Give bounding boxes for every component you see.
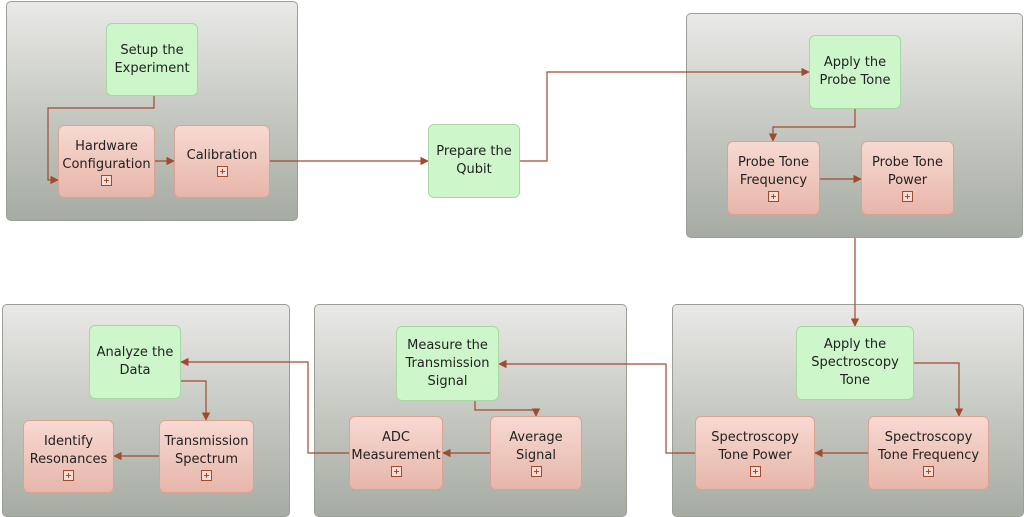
node-spectroscopy-tone-power[interactable]: Spectroscopy Tone Power <box>695 416 815 490</box>
node-adc-measurement[interactable]: ADC Measurement <box>349 416 443 490</box>
node-transmission-spectrum[interactable]: Transmission Spectrum <box>159 420 254 493</box>
node-average-signal[interactable]: Average Signal <box>490 416 582 490</box>
expand-icon[interactable] <box>390 466 402 477</box>
node-analyze-data[interactable]: Analyze the Data <box>89 325 181 399</box>
node-label: Prepare the Qubit <box>436 144 512 177</box>
expand-icon[interactable] <box>902 191 913 202</box>
node-label: Spectroscopy Tone Frequency <box>877 430 980 463</box>
node-label: Probe Tone Power <box>872 155 943 188</box>
node-prepare-qubit[interactable]: Prepare the Qubit <box>428 124 520 198</box>
node-label: Analyze the Data <box>96 345 174 378</box>
expand-icon[interactable] <box>63 469 74 481</box>
node-probe-tone-frequency[interactable]: Probe Tone Frequency <box>727 141 820 215</box>
node-label: Apply the Probe Tone <box>819 55 891 88</box>
expand-icon[interactable] <box>768 191 779 202</box>
node-identify-resonances[interactable]: Identify Resonances <box>23 420 114 493</box>
expand-icon[interactable] <box>923 466 934 477</box>
expand-icon[interactable] <box>749 466 761 477</box>
node-label: ADC Measurement <box>351 430 441 463</box>
node-calibration[interactable]: Calibration <box>174 125 270 198</box>
node-spectroscopy-tone-frequency[interactable]: Spectroscopy Tone Frequency <box>868 416 989 490</box>
node-label: Average Signal <box>509 430 563 463</box>
node-label: Identify Resonances <box>29 433 108 467</box>
node-label: Probe Tone Frequency <box>738 155 809 188</box>
node-label: Calibration <box>186 147 258 163</box>
node-probe-tone-power[interactable]: Probe Tone Power <box>861 141 954 215</box>
expand-icon[interactable] <box>201 469 212 481</box>
node-label: Measure the Transmission Signal <box>405 337 490 389</box>
node-setup-experiment[interactable]: Setup the Experiment <box>106 23 198 96</box>
expand-icon[interactable] <box>216 165 228 177</box>
expand-icon[interactable] <box>530 466 542 477</box>
expand-icon[interactable] <box>101 174 112 186</box>
node-label: Hardware Configuration <box>62 138 151 172</box>
node-label: Transmission Spectrum <box>164 433 249 467</box>
node-label: Setup the Experiment <box>114 42 190 76</box>
node-label: Apply the Spectroscopy Tone <box>811 337 899 388</box>
node-hardware-configuration[interactable]: Hardware Configuration <box>58 125 155 198</box>
node-label: Spectroscopy Tone Power <box>711 430 799 463</box>
node-apply-probe-tone[interactable]: Apply the Probe Tone <box>809 35 901 109</box>
node-measure-transmission-signal[interactable]: Measure the Transmission Signal <box>396 326 499 401</box>
node-apply-spectroscopy-tone[interactable]: Apply the Spectroscopy Tone <box>796 326 914 400</box>
